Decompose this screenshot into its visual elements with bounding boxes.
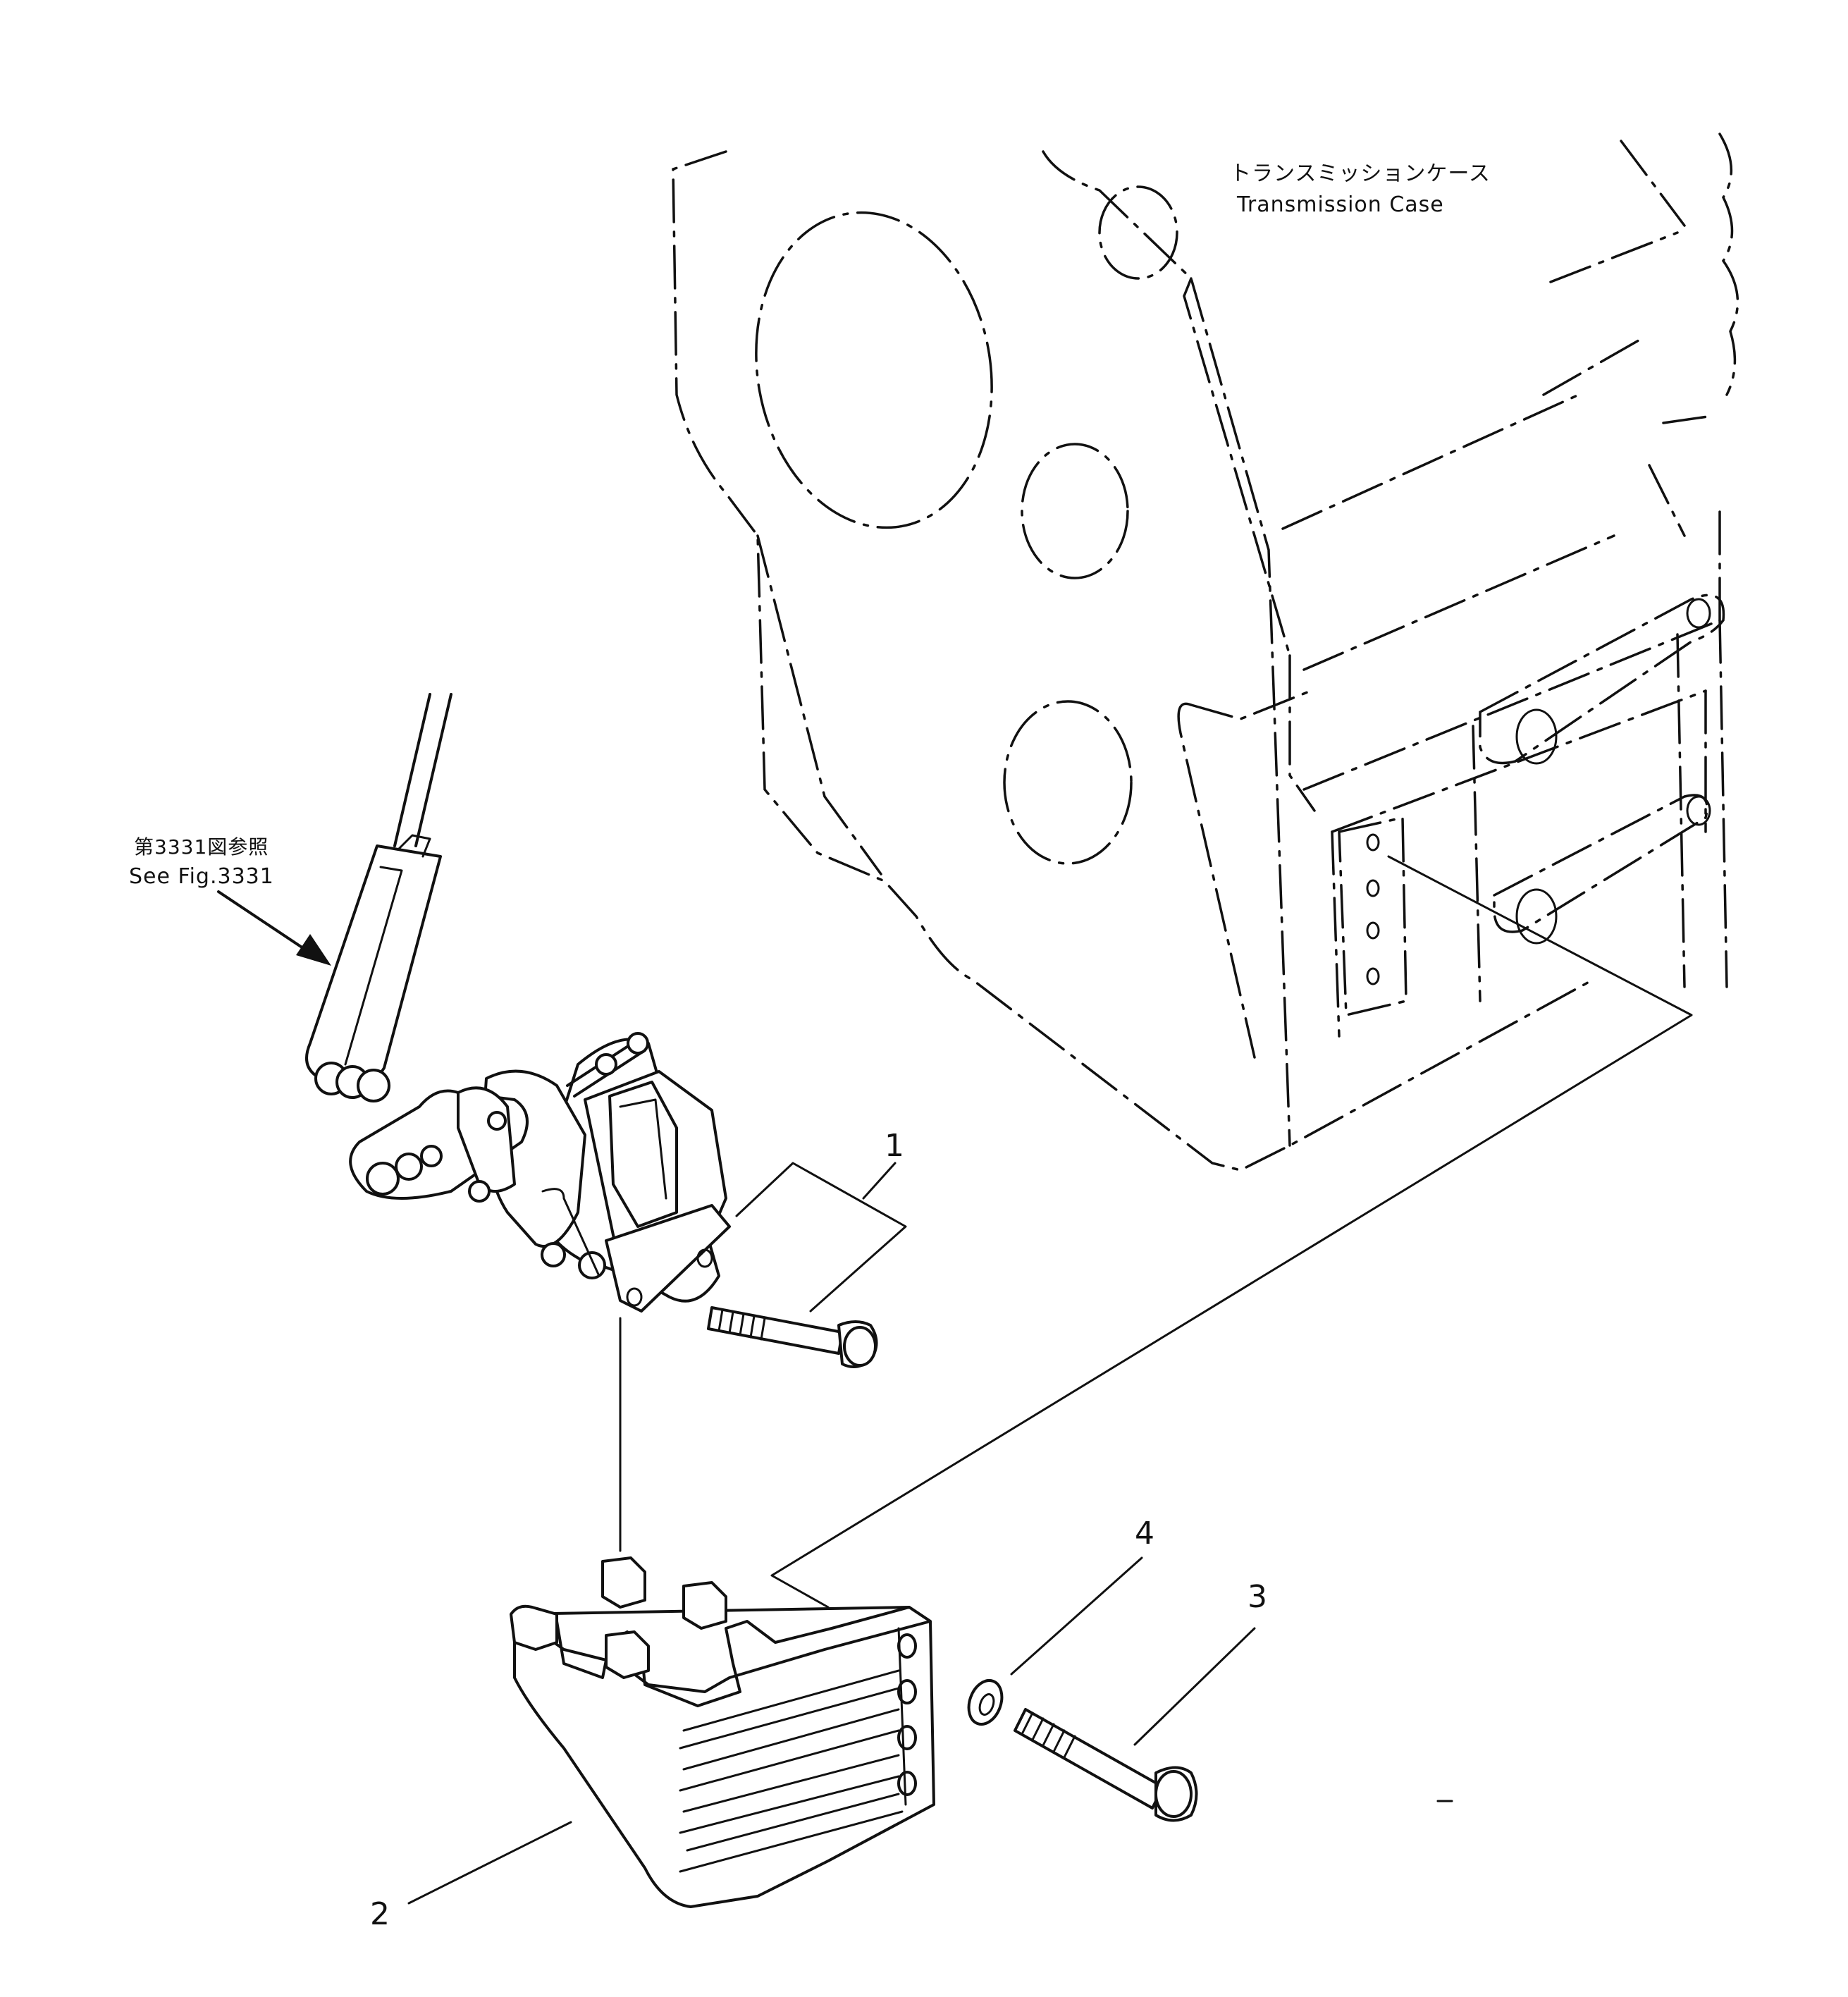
- cable-clevis-assembly: [305, 693, 452, 1102]
- case-label-en: Transmission Case: [1237, 192, 1444, 217]
- case-bore-large: [755, 211, 993, 529]
- see-fig-arrow: [217, 890, 331, 966]
- washer: [967, 1679, 1004, 1726]
- bracket-bolt: [707, 1306, 878, 1368]
- callout-3: 3: [1248, 1579, 1267, 1615]
- mounting-leader: [770, 855, 1693, 1609]
- case-bore-lower: [1003, 700, 1133, 865]
- callout-4: 4: [1135, 1516, 1154, 1551]
- leader-part-3: [1133, 1627, 1256, 1746]
- leader-part-2: [407, 1821, 572, 1905]
- leader-part-4: [1010, 1556, 1143, 1676]
- leader-part-1: [735, 1162, 907, 1313]
- case-bore-top: [1098, 185, 1178, 280]
- case-label-jp: トランスミッションケース: [1230, 161, 1491, 186]
- base-bracket: [510, 1556, 935, 1908]
- case-bore-middle: [1021, 443, 1129, 579]
- case-mount-pad: [1338, 816, 1407, 1017]
- ref-label-jp: 第3331図参照: [134, 835, 269, 859]
- mounting-bolt: [1014, 1708, 1198, 1822]
- callout-1: 1: [885, 1128, 904, 1164]
- lever-bracket-assembly: [349, 1032, 731, 1313]
- ref-label-en: See Fig.3331: [129, 864, 274, 889]
- transmission-case: [672, 133, 1739, 1172]
- callout-2: 2: [370, 1896, 390, 1932]
